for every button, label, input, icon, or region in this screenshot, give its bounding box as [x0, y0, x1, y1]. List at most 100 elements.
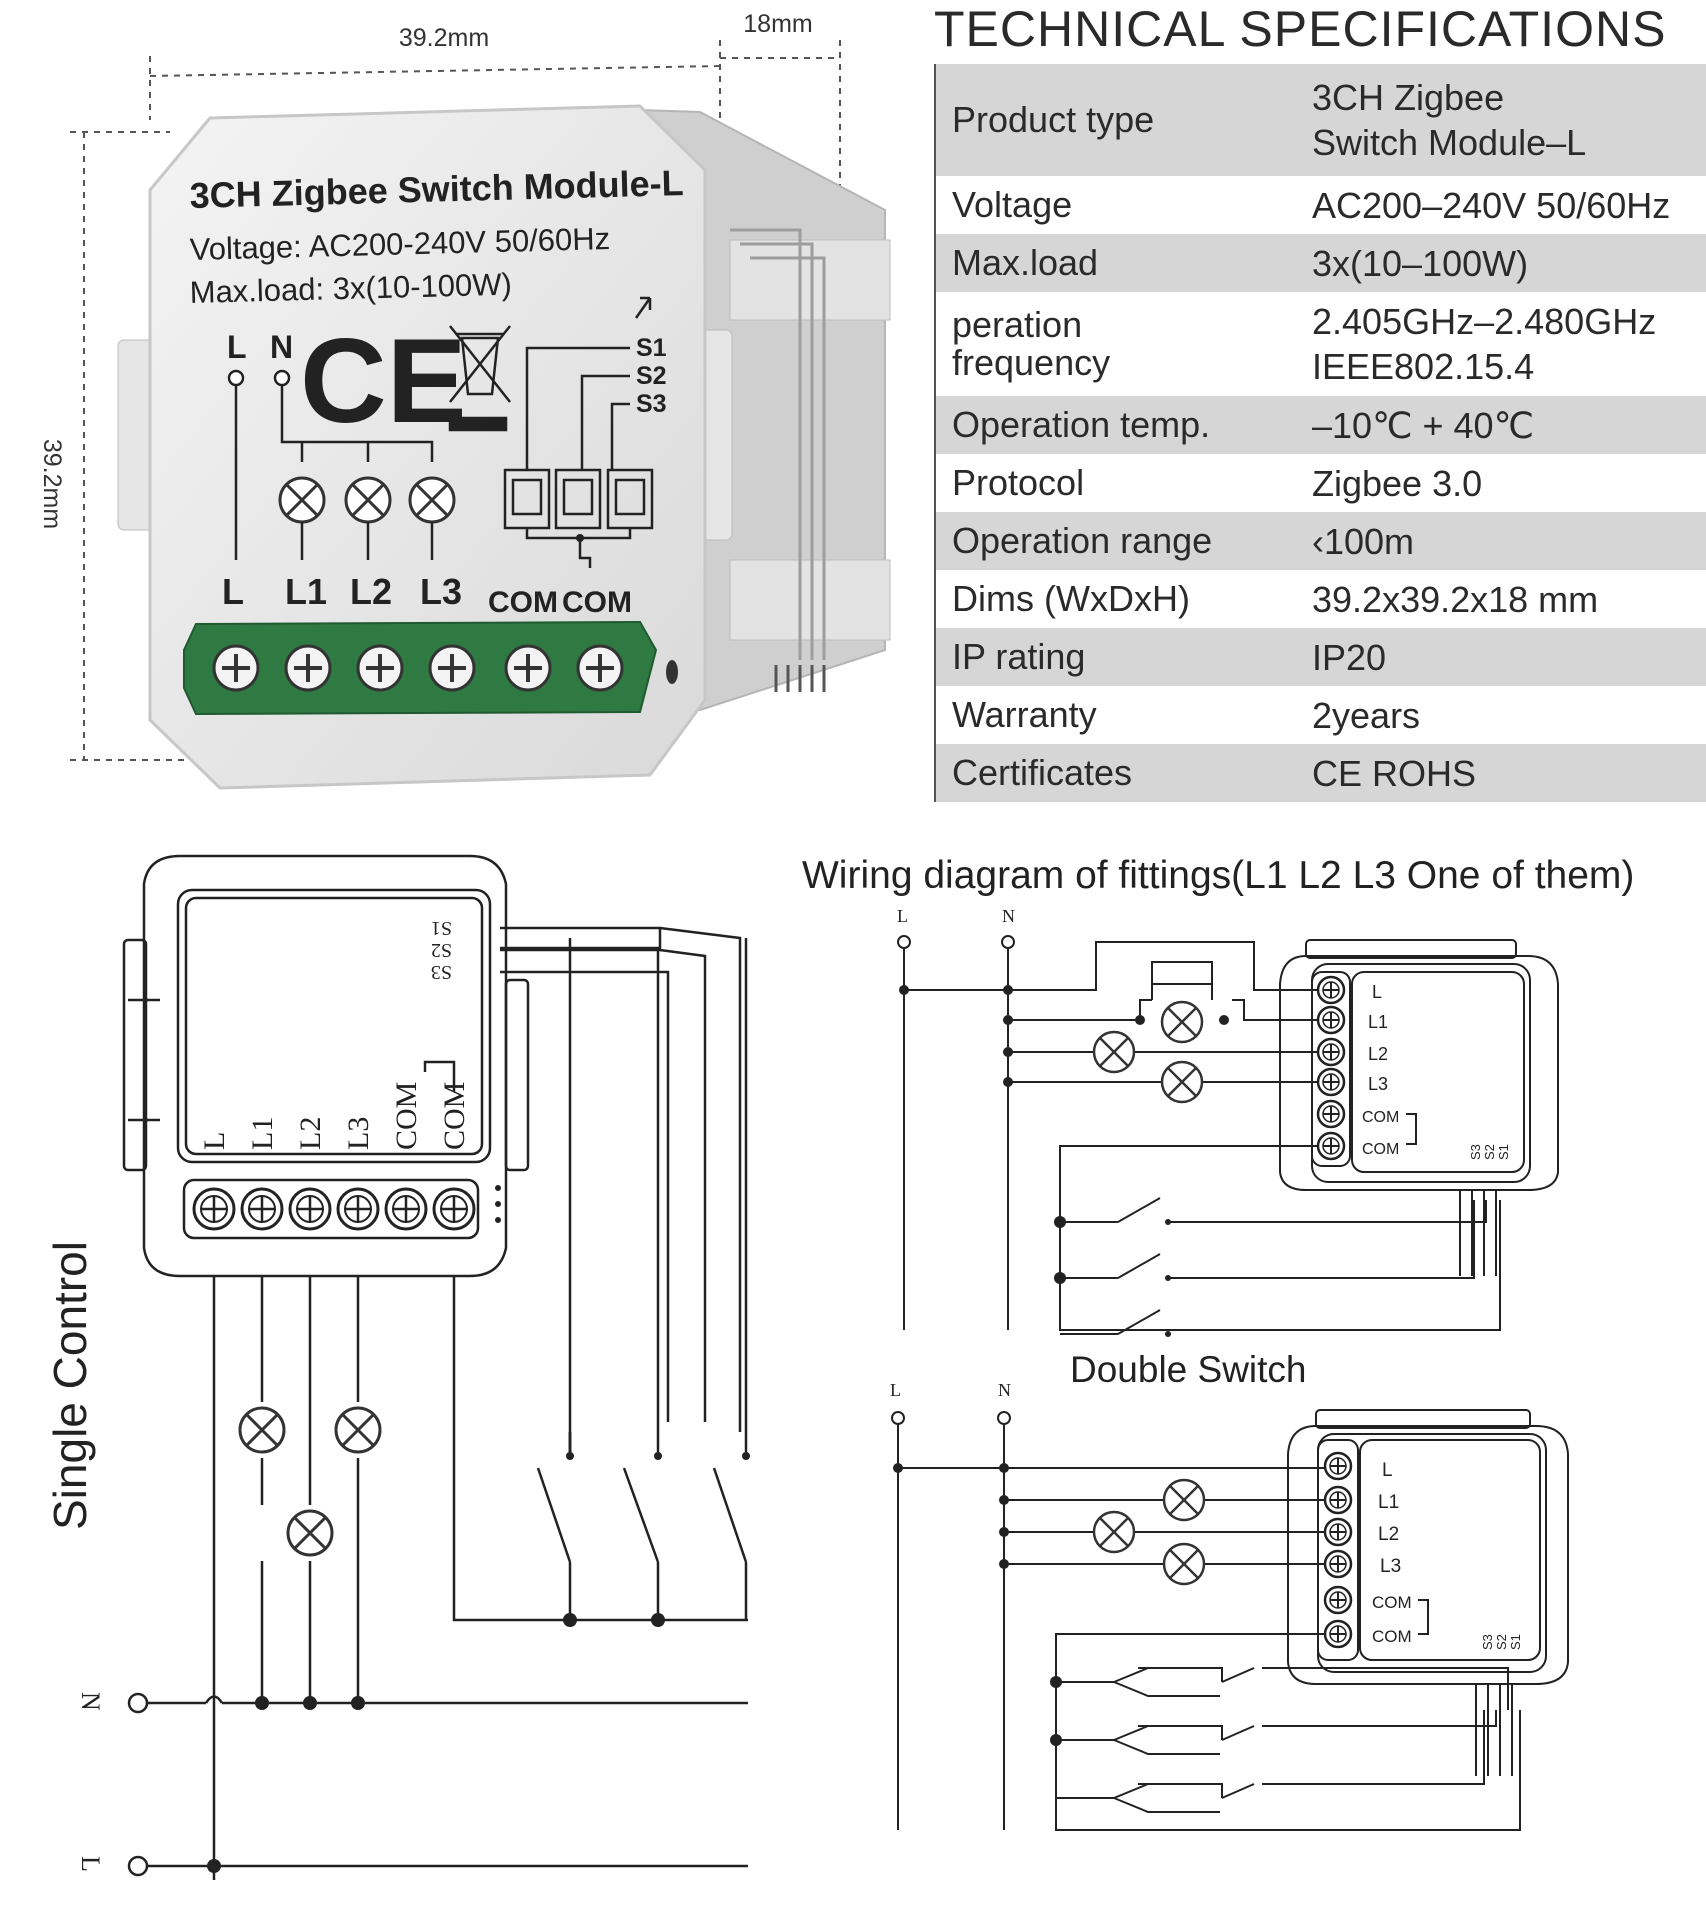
label-s2: S2 [636, 362, 667, 390]
fit-term-L: L [1372, 982, 1382, 1002]
sc-mains-N: N [76, 1692, 105, 1711]
ce-mark: CE [300, 314, 467, 448]
spec-value: CE ROHS [1312, 752, 1477, 794]
sc-s1: S1 [431, 917, 452, 939]
double-switch-diagram: L N [890, 1380, 1569, 1831]
fittings-title: Wiring diagram of fittings(L1 L2 L3 One … [802, 854, 1634, 897]
single-control-diagram [122, 854, 742, 1432]
single-terminals [192, 1185, 501, 1231]
double-switch-caption: Double Switch [1070, 1349, 1307, 1390]
spec-row: Protocol Zigbee 3.0 [934, 454, 1706, 512]
label-term-COM2: COM [562, 586, 632, 619]
sc-term-L2: L2 [294, 1117, 327, 1150]
dimension-lines [70, 40, 841, 761]
label-term-L2: L2 [350, 571, 392, 612]
label-s3: S3 [636, 390, 667, 418]
single-control-caption: Single Control [44, 1241, 96, 1530]
ds-term-COM1: COM [1372, 1593, 1412, 1612]
fit-term-L1: L1 [1368, 1012, 1388, 1032]
fit-term-COM1: COM [1362, 1109, 1399, 1126]
ds-term-COM2: COM [1372, 1627, 1412, 1646]
label-term-L1: L1 [285, 571, 327, 612]
ds-s1: S1 [1508, 1634, 1523, 1650]
fit-term-COM2: COM [1362, 1141, 1399, 1158]
sc-s2: S2 [431, 939, 452, 961]
label-term-L3: L3 [420, 571, 462, 612]
ds-mains-N: N [998, 1380, 1011, 1400]
ds-term-L3: L3 [1380, 1556, 1401, 1577]
weee-bin-icon [448, 325, 511, 432]
spec-value: 39.2x39.2x18 mm [1312, 578, 1599, 620]
spec-label: Certificates [952, 752, 1133, 793]
fit-s2: S2 [1482, 1144, 1497, 1160]
label-top-N: N [270, 329, 293, 365]
product-render: 39.2mm 18mm 39.2mm 3CH Zigbee Switch Mod… [38, 10, 891, 790]
sc-lamp-1 [238, 1406, 286, 1454]
spec-label: Operation temp. [952, 404, 1211, 445]
sc-mains-L: L [76, 1856, 105, 1872]
fit-term-L3: L3 [1368, 1074, 1388, 1094]
spec-label: Protocol [952, 462, 1085, 503]
spec-row: IP rating IP20 [934, 628, 1706, 686]
dim-height-label: 39.2mm [38, 439, 66, 529]
ds-s2: S2 [1494, 1634, 1509, 1650]
label-maxload: Max.load: 3x(10-100W) [189, 267, 512, 310]
terminal-block [183, 620, 658, 716]
spec-label: Product type [952, 99, 1155, 140]
sc-term-COM2: COM [438, 1082, 471, 1150]
spec-value: –10℃ + 40℃ [1312, 404, 1534, 446]
spec-value: Zigbee 3.0 [1312, 462, 1483, 504]
fit-s1: S1 [1496, 1144, 1511, 1160]
share-arrow-icon [634, 296, 652, 319]
sc-term-L1: L1 [246, 1117, 279, 1150]
label-top-L: L [227, 329, 247, 365]
fit-s3: S3 [1468, 1144, 1483, 1160]
label-term-L: L [222, 571, 244, 612]
fit-mains-N: N [1002, 906, 1015, 926]
label-term-COM1: COM [488, 586, 558, 619]
spec-title: TECHNICAL SPECIFICATIONS [934, 1, 1667, 57]
spec-value: AC200–240V 50/60Hz [1312, 184, 1671, 226]
sc-term-L3: L3 [342, 1117, 375, 1150]
module-case [148, 104, 707, 790]
sc-term-COM1: COM [390, 1082, 423, 1150]
spec-label: Max.load [952, 242, 1099, 283]
ds-term-L2: L2 [1378, 1524, 1399, 1545]
spec-row: Max.load 3x(10–100W) [934, 234, 1706, 292]
dim-depth-label: 18mm [743, 10, 812, 38]
sc-term-L: L [198, 1132, 231, 1150]
fit-mains-L: L [897, 906, 908, 926]
sc-lamp-3 [286, 1509, 334, 1557]
ds-term-L: L [1382, 1460, 1393, 1481]
spec-label: IP rating [952, 636, 1086, 677]
spec-value: 2years [1312, 694, 1421, 736]
dim-width-label: 39.2mm [399, 24, 489, 52]
sc-lamp-2 [334, 1406, 382, 1454]
spec-row: Voltage AC200–240V 50/60Hz [934, 176, 1706, 234]
fittings-diagram: L N [897, 906, 1559, 1337]
spec-row: Operation temp. –10℃ + 40℃ [934, 396, 1706, 454]
spec-row: Certificates CE ROHS [934, 744, 1706, 802]
spec-label: Warranty [952, 694, 1097, 735]
spec-label: Voltage [952, 184, 1073, 225]
spec-label: Dims (WxDxH) [952, 578, 1190, 619]
spec-label: Operation range [952, 520, 1213, 561]
ds-s3: S3 [1480, 1634, 1495, 1650]
label-s1: S1 [636, 334, 667, 362]
spec-row: Warranty 2years [934, 686, 1706, 744]
fit-term-L2: L2 [1368, 1044, 1388, 1064]
ds-term-L1: L1 [1378, 1492, 1399, 1513]
spec-value: ‹100m [1312, 520, 1415, 562]
sc-s3: S3 [431, 961, 452, 983]
spec-row: Dims (WxDxH) 39.2x39.2x18 mm [934, 570, 1706, 628]
ds-mains-L: L [890, 1380, 901, 1400]
spec-value: 3x(10–100W) [1312, 242, 1529, 284]
spec-row: Operation range ‹100m [934, 512, 1706, 570]
spec-value: IP20 [1312, 636, 1387, 678]
